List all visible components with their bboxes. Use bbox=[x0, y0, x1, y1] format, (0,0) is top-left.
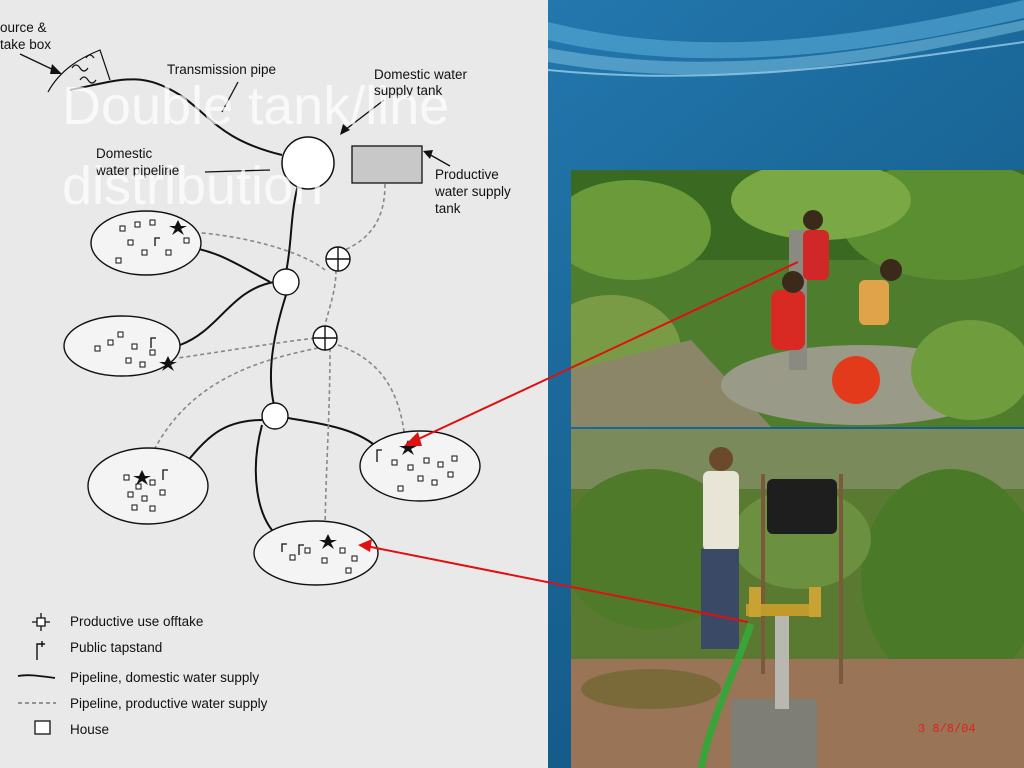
label-productive-tank-3: tank bbox=[435, 201, 461, 216]
legend-offtake-label: Productive use offtake bbox=[70, 614, 203, 629]
productive-pipelines bbox=[144, 183, 406, 541]
label-domestic-tank-2: supply tank bbox=[374, 83, 443, 98]
arrow-heads bbox=[50, 64, 433, 159]
photo-date-stamp: 3 8/8/04 bbox=[918, 722, 976, 736]
label-intake: take box bbox=[0, 37, 51, 52]
houses bbox=[94, 219, 458, 574]
legend-house-label: House bbox=[70, 722, 109, 737]
productive-tank bbox=[351, 145, 423, 184]
offtake-icon bbox=[32, 613, 50, 631]
source-intake bbox=[47, 49, 111, 93]
legend-tapstand-label: Public tapstand bbox=[70, 640, 162, 655]
domestic-tank bbox=[281, 136, 335, 190]
cluster-offtakes bbox=[133, 220, 417, 549]
cluster-tapstands bbox=[150, 237, 382, 555]
label-productive-tank-2: water supply bbox=[434, 184, 511, 199]
label-source: ource & bbox=[0, 20, 47, 35]
label-productive-tank-1: Productive bbox=[435, 167, 499, 182]
legend: Productive use offtake Public tapstand P… bbox=[17, 613, 268, 737]
label-domestic-tank-1: Domestic water bbox=[374, 67, 468, 82]
house-icon bbox=[34, 720, 51, 735]
photo-man-at-offtake bbox=[571, 429, 1024, 768]
productive-junctions bbox=[312, 246, 351, 351]
solid-line-icon bbox=[17, 674, 56, 679]
legend-productive-pipeline-label: Pipeline, productive water supply bbox=[70, 696, 268, 711]
tapstand-icon bbox=[36, 641, 45, 660]
label-transmission: Transmission pipe bbox=[167, 62, 276, 77]
junction-nodes bbox=[261, 268, 300, 430]
water-distribution-diagram: ource & take box Transmission pipe Domes… bbox=[0, 20, 511, 737]
label-domestic-pipeline-2: water pipeline bbox=[95, 163, 179, 178]
legend-domestic-pipeline-label: Pipeline, domestic water supply bbox=[70, 670, 259, 685]
label-domestic-pipeline-1: Domestic bbox=[96, 146, 153, 161]
photo-children-at-tapstand bbox=[571, 170, 1024, 427]
